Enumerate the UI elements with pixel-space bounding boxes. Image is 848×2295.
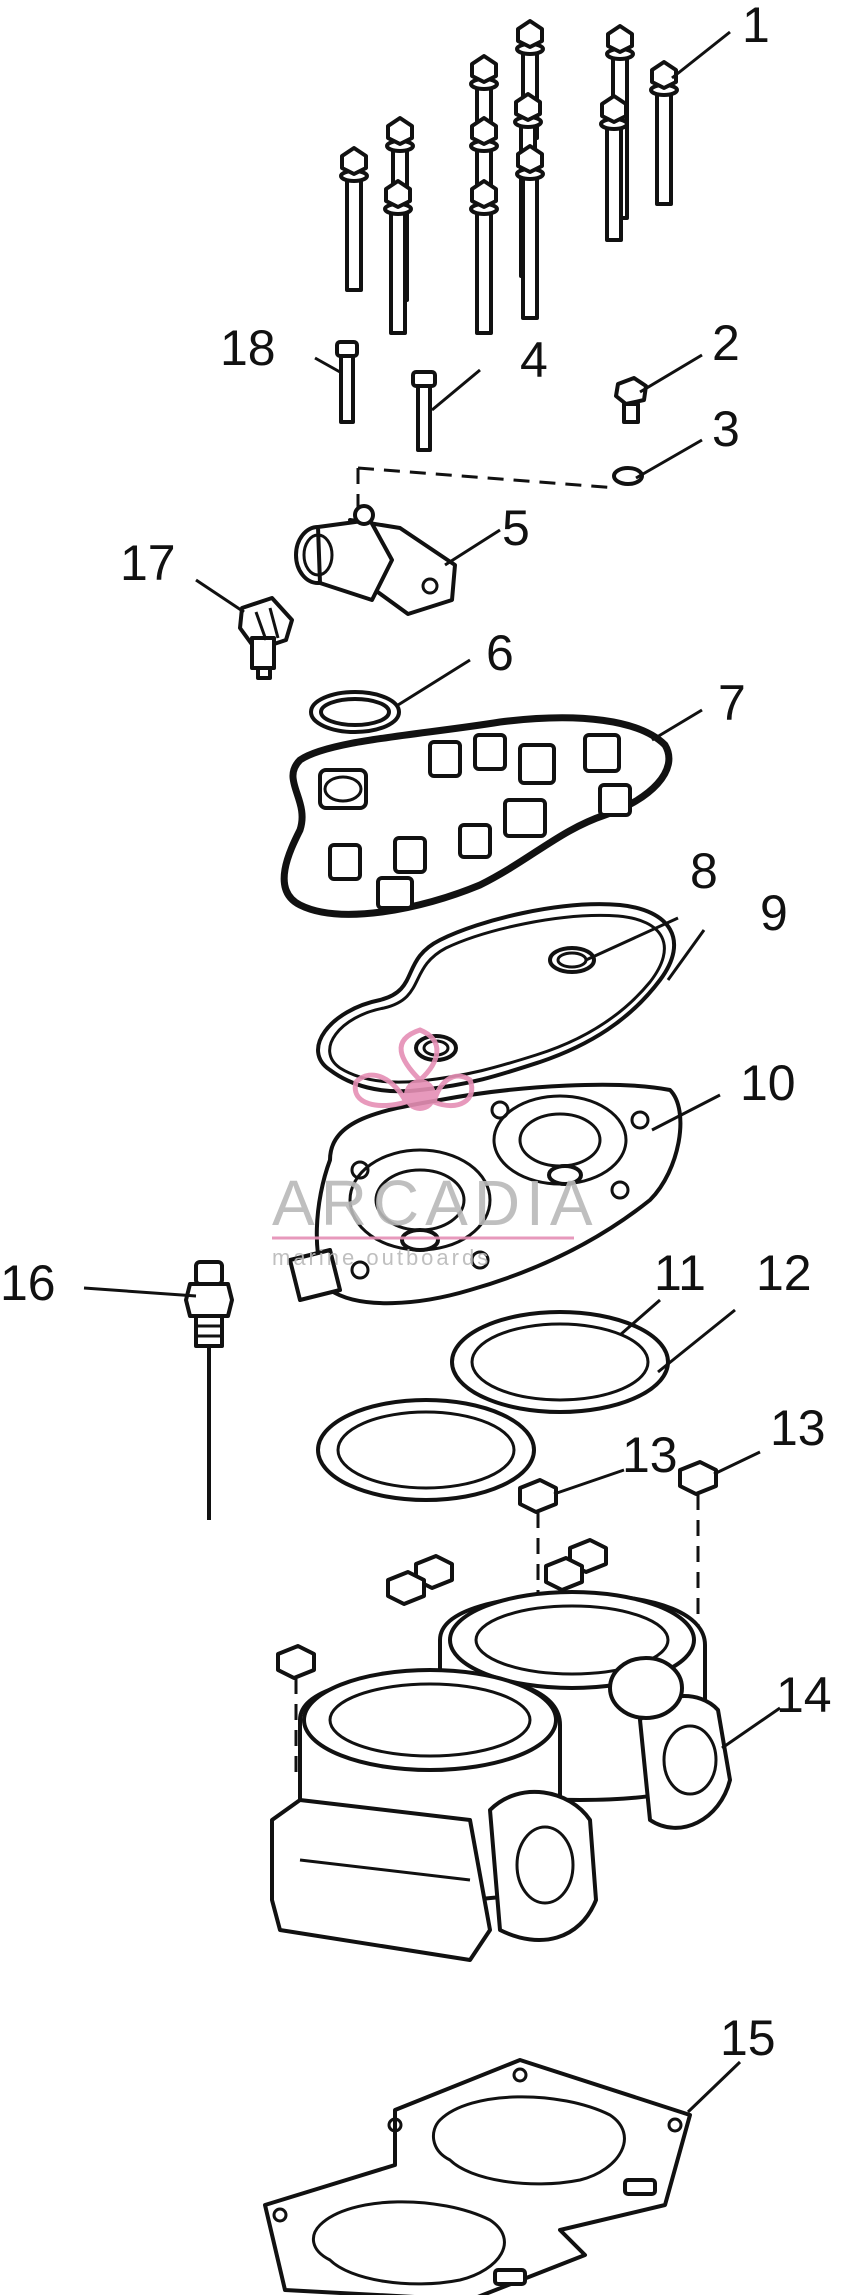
leader-lines <box>83 30 781 2114</box>
callout-13a: 13 <box>622 1427 678 1483</box>
callout-1: 1 <box>742 0 770 53</box>
bolt-shank <box>475 211 493 335</box>
bolt-4 <box>411 370 437 452</box>
bolt-shank <box>345 178 363 292</box>
bolt-head <box>606 24 634 54</box>
bolt-head <box>386 116 414 146</box>
bolt-shank <box>655 92 673 206</box>
bolt-18 <box>335 340 359 424</box>
bolt-head <box>470 54 498 84</box>
nuts-13 <box>276 1460 718 1780</box>
watermark: ARCADIA marine outboards <box>272 1027 599 1270</box>
callout-4: 4 <box>520 332 548 388</box>
o-ring-6 <box>309 690 401 734</box>
callout-16: 16 <box>0 1255 56 1311</box>
bolt-head <box>340 146 368 176</box>
bolt-head <box>516 144 544 174</box>
watermark-tagline: marine outboards <box>272 1245 491 1270</box>
bolt-shank <box>605 126 623 242</box>
gasket-11 <box>450 1310 670 1414</box>
propeller-logo-icon <box>352 1027 475 1111</box>
callout-2: 2 <box>712 315 740 371</box>
callout-10: 10 <box>740 1055 796 1111</box>
outlet-elbow-5 <box>294 504 457 616</box>
head-gasket-9 <box>316 902 677 1094</box>
callout-5: 5 <box>502 500 530 556</box>
callout-3: 3 <box>712 401 740 457</box>
bolt-shank <box>389 211 407 335</box>
bolt-head <box>514 92 542 122</box>
thermostat-17 <box>238 596 294 680</box>
callout-15: 15 <box>720 2010 776 2066</box>
bolt-head <box>600 94 628 124</box>
base-gasket-15 <box>263 2058 692 2295</box>
watermark-brand: ARCADIA <box>272 1167 599 1239</box>
callout-7: 7 <box>718 675 746 731</box>
cylinder-head-10 <box>288 1082 683 1306</box>
callout-numbers: 1 2 3 4 5 6 7 8 9 10 11 12 13 13 14 15 1… <box>0 0 832 2066</box>
gasket-12 <box>316 1398 536 1502</box>
callout-6: 6 <box>486 625 514 681</box>
bolt-head <box>384 179 412 209</box>
bolt-head <box>470 179 498 209</box>
callout-11: 11 <box>654 1245 706 1301</box>
assembly-dash-line <box>356 466 618 512</box>
temp-sensor-16 <box>184 1260 234 1520</box>
callout-13b: 13 <box>770 1400 826 1456</box>
callout-12: 12 <box>756 1245 812 1301</box>
cylinder-block-14 <box>270 1590 732 1962</box>
bolt-head <box>516 19 544 49</box>
bolt-head <box>650 60 678 90</box>
bolt-head <box>470 116 498 146</box>
head-cover-7 <box>280 714 673 918</box>
bolt-2 <box>614 376 648 424</box>
callout-17: 17 <box>120 535 176 591</box>
callout-18: 18 <box>220 320 276 376</box>
head-bolts <box>339 19 679 335</box>
callout-9: 9 <box>760 885 788 941</box>
bolt-shank <box>521 176 539 320</box>
callout-14: 14 <box>776 1667 832 1723</box>
callout-8: 8 <box>690 843 718 899</box>
